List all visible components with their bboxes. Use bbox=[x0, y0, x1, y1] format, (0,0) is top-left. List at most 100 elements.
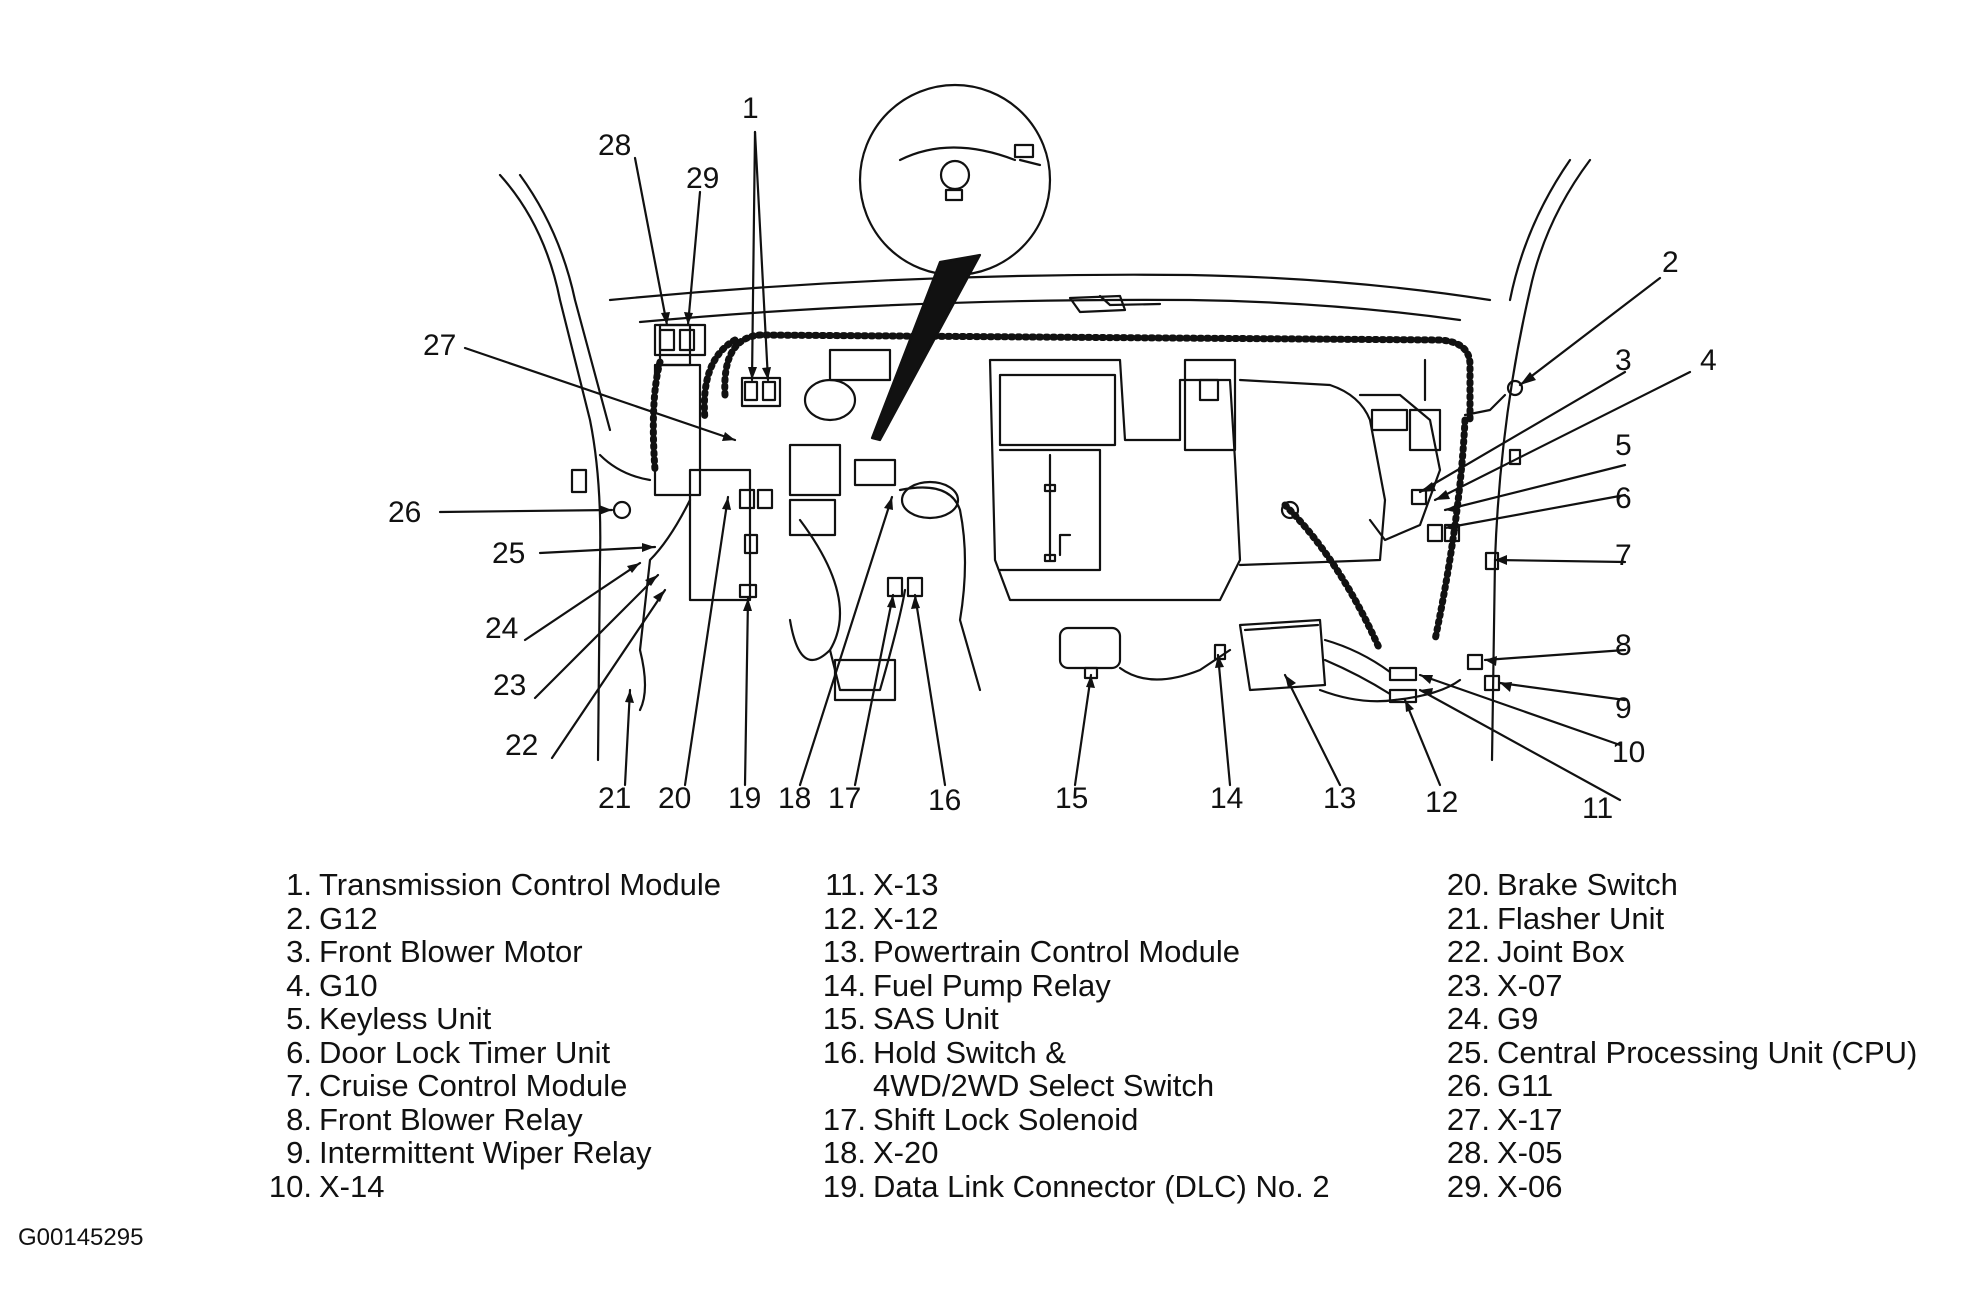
legend-item: 7.Cruise Control Module bbox=[232, 1069, 721, 1103]
callout-23: 23 bbox=[493, 669, 526, 702]
callout-4: 4 bbox=[1700, 344, 1717, 377]
callout-22: 22 bbox=[505, 729, 538, 762]
legend-item: 3.Front Blower Motor bbox=[232, 935, 721, 969]
legend-number: 26. bbox=[1446, 1068, 1490, 1103]
legend-number: 28. bbox=[1446, 1135, 1490, 1170]
right-a-pillar bbox=[1490, 158, 1592, 762]
legend-label: Front Blower Relay bbox=[319, 1101, 583, 1137]
legend-number: 17. bbox=[822, 1101, 866, 1137]
inset-pointer bbox=[870, 253, 982, 442]
legend-label: Central Processing Unit (CPU) bbox=[1497, 1034, 1918, 1070]
callout-12: 12 bbox=[1425, 786, 1458, 819]
front-blower-housing bbox=[1358, 393, 1442, 542]
callout-8: 8 bbox=[1615, 629, 1632, 662]
legend-item: 15.SAS Unit bbox=[808, 1002, 1330, 1036]
legend-label: X-12 bbox=[873, 900, 939, 936]
legend-label: SAS Unit bbox=[873, 1001, 999, 1036]
legend-label: X-14 bbox=[319, 1168, 385, 1204]
legend-item-continuation: 0.4WD/2WD Select Switch bbox=[808, 1069, 1330, 1103]
legend-label: Door Lock Timer Unit bbox=[319, 1034, 611, 1070]
legend-number: 21. bbox=[1446, 900, 1490, 936]
legend-number: 20. bbox=[1446, 867, 1490, 902]
callout-28: 28 bbox=[598, 129, 631, 162]
legend-item: 17.Shift Lock Solenoid bbox=[808, 1101, 1330, 1137]
steering-column bbox=[788, 518, 842, 661]
legend-number: 3. bbox=[286, 934, 312, 969]
legend-label: X-17 bbox=[1497, 1101, 1563, 1137]
legend-item: 1.Transmission Control Module bbox=[232, 868, 721, 902]
legend-number: 14. bbox=[822, 967, 866, 1003]
legend-number: 6. bbox=[286, 1034, 312, 1070]
left-a-pillar-inner bbox=[518, 173, 612, 432]
callout-2: 2 bbox=[1662, 246, 1679, 279]
legend-column-2: 11.X-13 12.X-12 13.Powertrain Control Mo… bbox=[808, 868, 1330, 1203]
legend-item: 13.Powertrain Control Module bbox=[808, 935, 1330, 969]
legend-item: 9.Intermittent Wiper Relay bbox=[232, 1136, 721, 1170]
legend-label: G9 bbox=[1497, 1001, 1539, 1036]
callout-19: 19 bbox=[728, 782, 761, 815]
legend-label: Front Blower Motor bbox=[319, 934, 583, 969]
legend-item: 6.Door Lock Timer Unit bbox=[232, 1034, 721, 1070]
legend-number: 25. bbox=[1446, 1034, 1490, 1070]
callout-7: 7 bbox=[1615, 539, 1632, 572]
legend-label: X-05 bbox=[1497, 1135, 1563, 1170]
legend-item: 19.Data Link Connector (DLC) No. 2 bbox=[808, 1168, 1330, 1204]
blower-connector-pair bbox=[1370, 408, 1409, 432]
callout-27: 27 bbox=[423, 329, 456, 362]
legend-item: 2.G12 bbox=[232, 900, 721, 936]
legend-label: X-07 bbox=[1497, 967, 1563, 1003]
legend-item: 22.Joint Box bbox=[1432, 935, 1917, 969]
legend-item: 4.G10 bbox=[232, 967, 721, 1003]
legend-number: 4. bbox=[286, 967, 312, 1003]
main-wire-harness bbox=[721, 331, 1474, 424]
legend-label: X-20 bbox=[873, 1135, 939, 1170]
dash-top bbox=[638, 298, 1462, 324]
legend-number: 16. bbox=[822, 1034, 866, 1070]
callout-25: 25 bbox=[492, 537, 525, 570]
figure-id-label: G00145295 bbox=[18, 1224, 144, 1251]
callout-numbers: 1 2 3 4 5 6 7 8 9 10 11 12 13 14 15 16 1… bbox=[388, 92, 1717, 825]
legend-number: 9. bbox=[286, 1135, 312, 1170]
leader-lines bbox=[438, 130, 1692, 802]
right-a-pillar-inner bbox=[1508, 158, 1572, 302]
legend-number: 7. bbox=[286, 1068, 312, 1103]
legend-number: 13. bbox=[822, 934, 866, 969]
legend-number: 27. bbox=[1446, 1101, 1490, 1137]
legend-number: 10. bbox=[268, 1168, 312, 1204]
callout-29: 29 bbox=[686, 162, 719, 195]
steering-inset-circle bbox=[858, 83, 1052, 277]
legend-label: G12 bbox=[319, 900, 378, 936]
legend-item: 11.X-13 bbox=[808, 868, 1330, 902]
tcm-connectors bbox=[740, 376, 782, 408]
legend-label: Powertrain Control Module bbox=[873, 934, 1241, 969]
callout-11: 11 bbox=[1582, 792, 1613, 825]
callout-9: 9 bbox=[1615, 692, 1632, 725]
legend-number: 24. bbox=[1446, 1001, 1490, 1036]
callout-15: 15 bbox=[1055, 782, 1088, 815]
callout-3: 3 bbox=[1615, 344, 1632, 377]
legend-label: X-13 bbox=[873, 867, 939, 902]
legend-number: 29. bbox=[1446, 1168, 1490, 1204]
callout-6: 6 bbox=[1615, 482, 1632, 515]
callout-16: 16 bbox=[928, 784, 961, 817]
legend-item: 16.Hold Switch & bbox=[808, 1034, 1330, 1070]
legend-item: 20.Brake Switch bbox=[1432, 868, 1917, 902]
legend-number: 23. bbox=[1446, 967, 1490, 1003]
legend-label: 4WD/2WD Select Switch bbox=[873, 1068, 1215, 1103]
callout-10: 10 bbox=[1612, 736, 1645, 769]
legend-number: 8. bbox=[286, 1101, 312, 1137]
callout-17: 17 bbox=[828, 782, 861, 815]
legend-item: 24.G9 bbox=[1432, 1002, 1917, 1036]
callout-24: 24 bbox=[485, 612, 518, 645]
windshield-base bbox=[608, 273, 1492, 302]
legend-number: 19. bbox=[822, 1168, 866, 1204]
dashboard-component-diagram: 1 2 3 4 5 6 7 8 9 10 11 12 13 14 15 16 1… bbox=[388, 83, 1717, 825]
legend-item: 27.X-17 bbox=[1432, 1101, 1917, 1137]
legend-item: 5.Keyless Unit bbox=[232, 1002, 721, 1036]
callout-18: 18 bbox=[778, 782, 811, 815]
legend-item: 29.X-06 bbox=[1432, 1168, 1917, 1204]
legend-item: 21.Flasher Unit bbox=[1432, 900, 1917, 936]
legend-item: 18.X-20 bbox=[808, 1136, 1330, 1170]
legend-label: Cruise Control Module bbox=[319, 1068, 628, 1103]
legend-label: Flasher Unit bbox=[1497, 900, 1665, 936]
